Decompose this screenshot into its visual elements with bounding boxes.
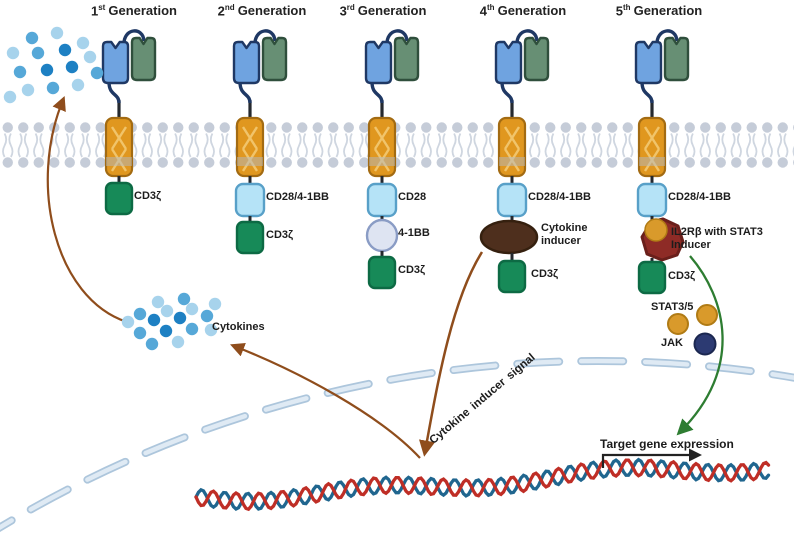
gen5-il2rb-label-2: Inducer	[671, 239, 711, 251]
dna-helix	[194, 457, 771, 512]
cytokine-secretion-arrow	[46, 96, 128, 324]
gen5-cd3z-label: CD3ζ	[668, 270, 696, 282]
car-receptor-gen4	[479, 29, 550, 294]
jak-label: JAK	[661, 337, 684, 349]
gen4-inducer-label-1: Cytokine	[541, 222, 588, 234]
gen4-inducer-label-2: inducer	[541, 235, 581, 247]
gen3-cd3z-label: CD3ζ	[398, 264, 426, 276]
cytokines-label: Cytokines	[212, 321, 265, 333]
car-receptor-gen5	[634, 29, 690, 295]
gen3-cd28-label: CD28	[398, 191, 427, 203]
intracellular-cytokines-cluster	[121, 292, 222, 351]
gen5-costim-label: CD28/4-1BB	[668, 191, 731, 203]
gen1-cd3z-label: CD3ζ	[134, 190, 162, 202]
gen3-41bb-label: 4-1BB	[398, 227, 430, 239]
secreted-cytokines-cluster	[3, 26, 104, 104]
transcription-start-arrow	[601, 448, 702, 468]
nuclear-membrane	[0, 357, 794, 533]
target-gene-arrow	[676, 255, 724, 436]
car-receptor-gen2	[232, 29, 288, 255]
gen5-il2rb-label-1: IL2Rβ with STAT3	[671, 226, 763, 238]
stat-jak-molecules	[667, 304, 718, 356]
stat35-label: STAT3/5	[651, 301, 694, 313]
cytokine-production-arrow	[230, 343, 421, 459]
car-receptor-gen3	[364, 29, 420, 290]
gen4-cd3z-label: CD3ζ	[531, 268, 559, 280]
gen2-costim-label: CD28/4-1BB	[266, 191, 329, 203]
target-gene-expression-label: Target gene expression	[600, 437, 734, 451]
cytokine-inducer-signal-arrow	[419, 251, 484, 457]
car-receptor-gen1	[101, 29, 157, 216]
gen2-cd3z-label: CD3ζ	[266, 229, 294, 241]
gen4-costim-label: CD28/4-1BB	[528, 191, 591, 203]
